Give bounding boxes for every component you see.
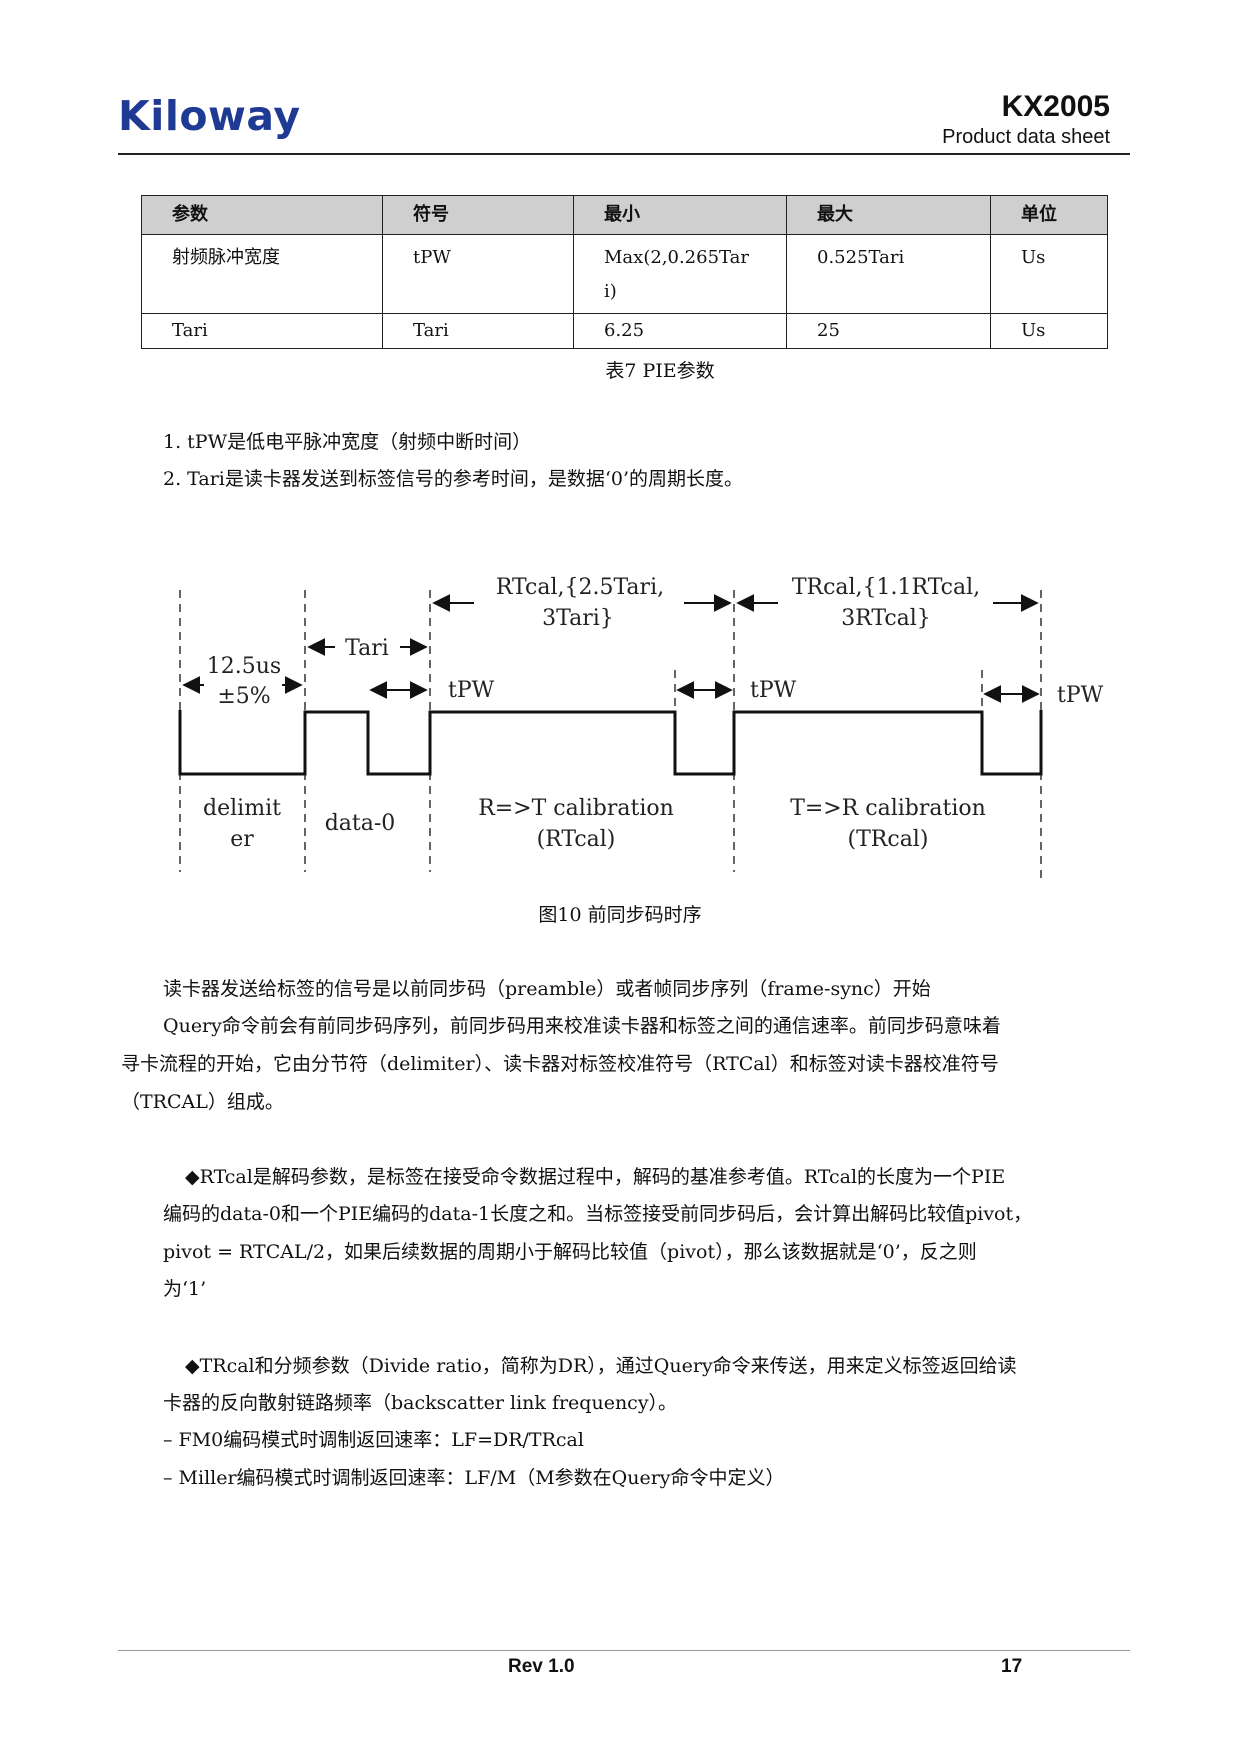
paragraph-line: 读卡器发送给标签的信号是以前同步码（preamble）或者帧同步序列（frame…: [163, 978, 931, 1000]
header-divider: [118, 153, 1130, 155]
table-header-cell: 最大: [786, 195, 991, 235]
tr-calibration-label: T=>R calibration: [790, 796, 986, 821]
delimiter-tolerance: ±5%: [217, 684, 270, 709]
table-cell: Us: [990, 234, 1108, 314]
trcal-label: 3RTcal}: [841, 606, 931, 631]
paragraph-line: 编码的data-0和一个PIE编码的data-1长度之和。当标签接受前同步码后，…: [163, 1203, 1033, 1225]
table-header-cell: 单位: [990, 195, 1108, 235]
product-model: KX2005: [1001, 90, 1110, 123]
paragraph-line: 为‘1’: [163, 1278, 207, 1300]
table-header-cell: 参数: [141, 195, 383, 235]
figure-caption: 图10 前同步码时序: [538, 904, 702, 926]
footer-divider: [118, 1650, 1130, 1651]
rtcal-label: RTcal,{2.5Tari,: [496, 575, 664, 600]
tpw-label: tPW: [448, 678, 495, 703]
paragraph-line: ◆TRcal和分频参数（Divide ratio，简称为DR），通过Query命…: [185, 1355, 1017, 1377]
table-header-row: 参数 符号 最小 最大 单位: [141, 195, 1108, 235]
preamble-timing-diagram: RTcal,{2.5Tari, 3Tari} TRcal,{1.1RTcal, …: [178, 575, 1104, 880]
table-cell: Tari: [382, 313, 574, 349]
document-subtitle: Product data sheet: [942, 126, 1110, 148]
page-number: 17: [1001, 1656, 1023, 1677]
tari-label: Tari: [345, 636, 389, 661]
pie-parameter-table: 参数 符号 最小 最大 单位 射频脉冲宽度 tPW Max(2,0.265Tar…: [141, 195, 1108, 349]
delimiter-duration: 12.5us: [207, 654, 281, 679]
table-cell: tPW: [382, 234, 574, 314]
paragraph-line: ◆RTcal是解码参数，是标签在接受命令数据过程中，解码的基准参考值。RTcal…: [185, 1166, 1006, 1188]
table-row: 射频脉冲宽度 tPW Max(2,0.265Tari) 0.525Tari Us: [141, 234, 1108, 314]
table-row: Tari Tari 6.25 25 Us: [141, 313, 1108, 349]
list-item: – FM0编码模式时调制返回速率：LF=DR/TRcal: [163, 1429, 584, 1451]
paragraph-line: 寻卡流程的开始，它由分节符（delimiter）、读卡器对标签校准符号（RTCa…: [121, 1053, 999, 1075]
tr-calibration-label: (TRcal): [848, 827, 929, 852]
table-cell: 射频脉冲宽度: [141, 234, 383, 314]
rt-calibration-label: R=>T calibration: [478, 796, 674, 821]
paragraph-line: 卡器的反向散射链路频率（backscatter link frequency）。: [163, 1392, 678, 1414]
paragraph-line: （TRCAL）组成。: [121, 1091, 284, 1113]
table-cell: Max(2,0.265Tari): [573, 234, 787, 314]
table-caption: 表7 PIE参数: [605, 360, 715, 382]
table-cell: Us: [990, 313, 1108, 349]
tpw-label: tPW: [750, 678, 797, 703]
paragraph-line: pivot = RTCAL/2，如果后续数据的周期小于解码比较值（pivot），…: [163, 1241, 977, 1263]
rt-calibration-label: (RTcal): [537, 827, 616, 852]
data0-label: data-0: [325, 811, 396, 836]
table-cell: Tari: [141, 313, 383, 349]
table-header-cell: 符号: [382, 195, 574, 235]
table-cell: 25: [786, 313, 991, 349]
delimiter-label: er: [230, 827, 254, 852]
tpw-label: tPW: [1057, 683, 1104, 708]
note-item: 1. tPW是低电平脉冲宽度（射频中断时间）: [163, 431, 532, 453]
company-logo: Kiloway: [118, 92, 301, 140]
table-header-cell: 最小: [573, 195, 787, 235]
waveform-signal: [178, 710, 1043, 776]
trcal-label: TRcal,{1.1RTcal,: [792, 575, 980, 600]
list-item: – Miller编码模式时调制返回速率：LF/M（M参数在Query命令中定义）: [163, 1467, 785, 1489]
note-item: 2. Tari是读卡器发送到标签信号的参考时间，是数据‘0’的周期长度。: [163, 468, 744, 490]
table-cell: 6.25: [573, 313, 787, 349]
paragraph-line: Query命令前会有前同步码序列，前同步码用来校准读卡器和标签之间的通信速率。前…: [163, 1015, 1001, 1037]
table-cell: 0.525Tari: [786, 234, 991, 314]
revision-label: Rev 1.0: [508, 1656, 575, 1677]
rtcal-label: 3Tari}: [542, 606, 614, 631]
delimiter-label: delimit: [203, 796, 281, 821]
